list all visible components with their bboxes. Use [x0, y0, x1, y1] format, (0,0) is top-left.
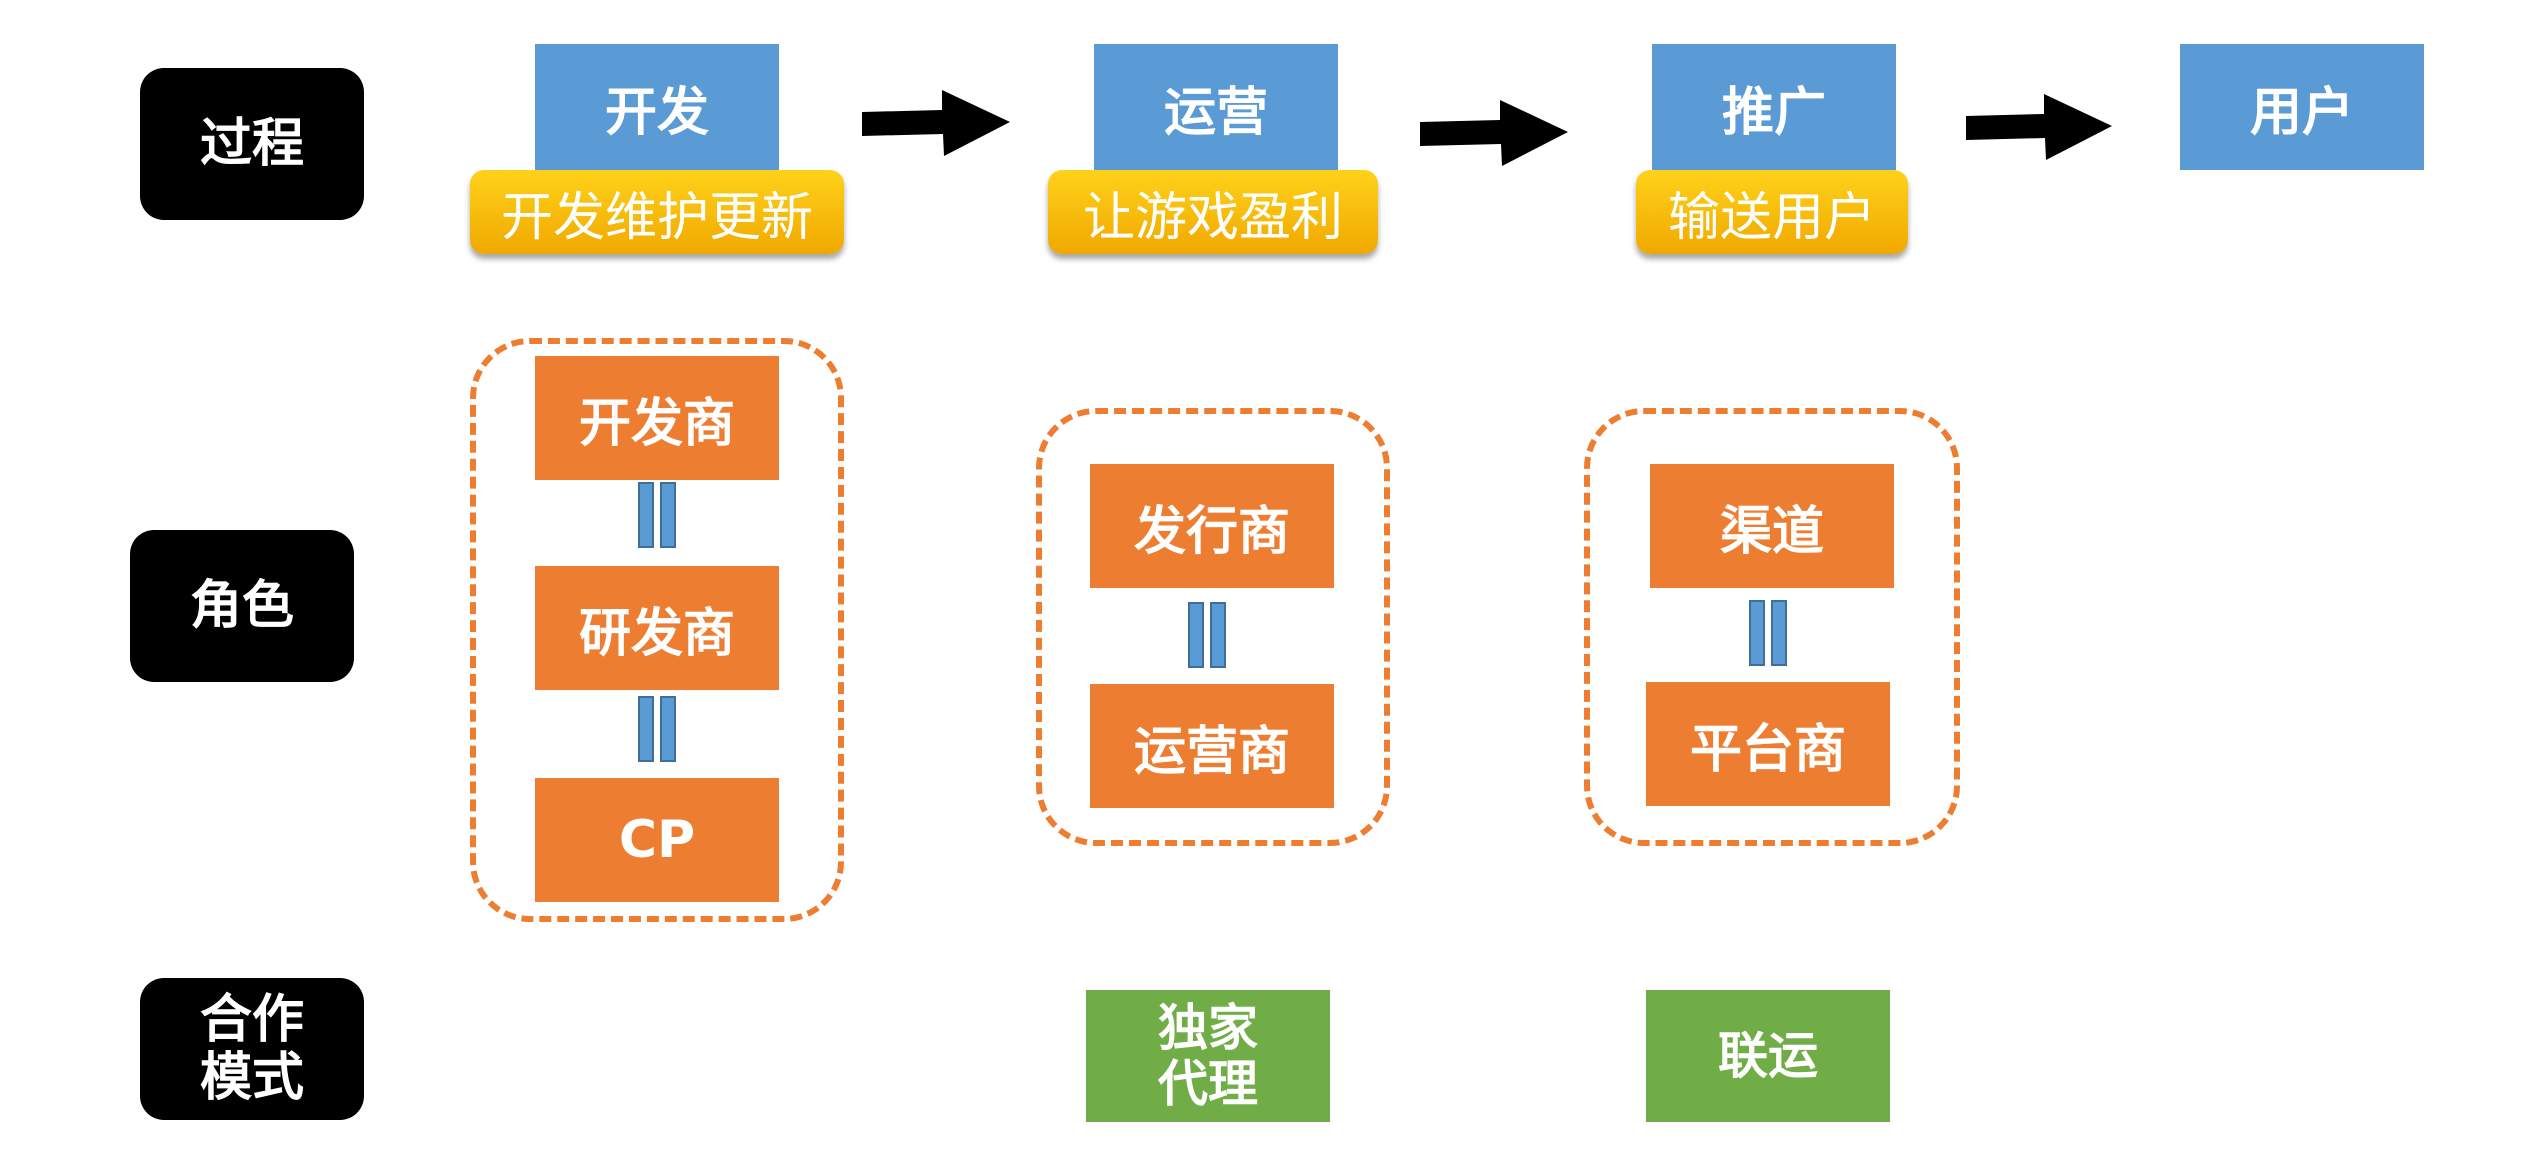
- role-group-promote: [1584, 408, 1960, 846]
- role-operator-text: 运营商: [1133, 721, 1290, 782]
- arrow-operate-to-promote-icon: [1420, 100, 1568, 166]
- role-developer: 开发商: [535, 356, 779, 480]
- row-label-role: 角色: [130, 530, 354, 682]
- stage-promote-desc: 输送用户: [1636, 170, 1908, 254]
- row-label-cooperation-line2: 模式: [199, 1048, 304, 1108]
- stage-user: 用户: [2180, 44, 2424, 170]
- stage-operate-desc: 让游戏盈利: [1048, 170, 1378, 254]
- arrow-develop-to-operate-icon: [862, 90, 1010, 156]
- equals-sign-icon: [635, 696, 679, 762]
- stage-develop: 开发: [535, 44, 779, 170]
- stage-promote: 推广: [1652, 44, 1896, 170]
- arrow-promote-to-user-icon: [1966, 94, 2112, 160]
- equals-sign-icon: [635, 482, 679, 548]
- row-label-process: 过程: [140, 68, 364, 220]
- role-developer-text: 开发商: [578, 393, 735, 454]
- role-publisher: 发行商: [1090, 464, 1334, 588]
- stage-operate-desc-text: 让游戏盈利: [1082, 187, 1343, 248]
- equals-sign-icon: [1185, 602, 1229, 668]
- role-platform-text: 平台商: [1689, 719, 1846, 780]
- role-rd-company: 研发商: [535, 566, 779, 690]
- row-label-process-text: 过程: [199, 113, 304, 174]
- mode-exclusive-agency: 独家 代理: [1086, 990, 1330, 1122]
- role-channel-text: 渠道: [1719, 501, 1824, 562]
- stage-develop-title: 开发: [604, 82, 709, 143]
- row-label-cooperation: 合作 模式: [140, 978, 364, 1120]
- stage-promote-desc-text: 输送用户: [1667, 187, 1876, 248]
- role-operator: 运营商: [1090, 684, 1334, 808]
- role-rd-company-text: 研发商: [578, 603, 735, 664]
- stage-operate-title: 运营: [1163, 82, 1268, 143]
- role-group-operate: [1036, 408, 1390, 846]
- equals-sign-icon: [1746, 600, 1790, 666]
- stage-promote-title: 推广: [1721, 82, 1826, 143]
- stage-operate: 运营: [1094, 44, 1338, 170]
- mode-joint-operation: 联运: [1646, 990, 1890, 1122]
- role-publisher-text: 发行商: [1133, 501, 1290, 562]
- stage-develop-desc-text: 开发维护更新: [500, 187, 813, 248]
- role-channel: 渠道: [1650, 464, 1894, 588]
- row-label-cooperation-line1: 合作: [199, 989, 304, 1050]
- row-label-role-text: 角色: [189, 575, 294, 636]
- mode-joint-operation-text: 联运: [1718, 1027, 1818, 1085]
- role-cp: CP: [535, 778, 779, 902]
- role-group-develop: [470, 338, 844, 922]
- mode-exclusive-agency-line2: 代理: [1158, 1055, 1258, 1113]
- stage-develop-desc: 开发维护更新: [470, 170, 844, 254]
- role-cp-text: CP: [618, 810, 696, 870]
- stage-user-title: 用户: [2249, 82, 2354, 143]
- role-platform: 平台商: [1646, 682, 1890, 806]
- mode-exclusive-agency-line1: 独家: [1158, 999, 1258, 1057]
